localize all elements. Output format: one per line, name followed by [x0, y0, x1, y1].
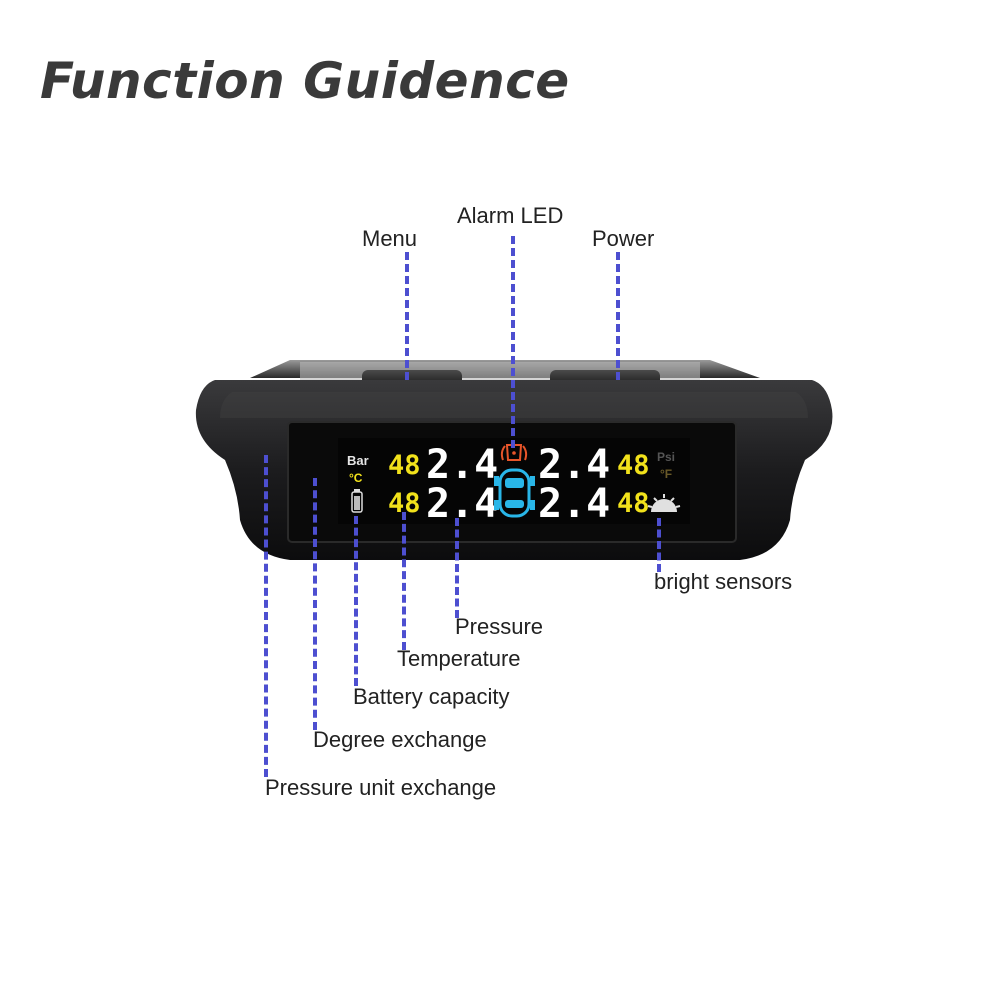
temperature-leader — [402, 512, 406, 650]
temperature-label: Temperature — [397, 646, 521, 671]
menu-label: Menu — [362, 226, 418, 251]
battery-capacity-label: Battery capacity — [353, 684, 510, 709]
pressure-rear-left: 2.4 — [426, 481, 498, 527]
alarm-led-leader — [511, 236, 515, 448]
temp-rear-right: 48 — [617, 488, 650, 519]
battery-leader — [354, 516, 358, 686]
pressure-label: Pressure — [455, 614, 544, 639]
bright-sensor-icon — [647, 494, 681, 512]
bright-sensors-label: bright sensors — [654, 569, 793, 594]
unit-bar: Bar — [347, 453, 369, 468]
pressure-rear-right: 2.4 — [538, 481, 610, 527]
degree-exchange-label: Degree exchange — [313, 727, 487, 752]
unit-fahrenheit: °F — [660, 467, 672, 481]
temp-front-right: 48 — [617, 450, 650, 481]
car-icon — [494, 468, 535, 518]
power-label: Power — [592, 226, 655, 251]
temp-front-left: 48 — [388, 450, 421, 481]
page-title: Function Guidence — [40, 52, 570, 110]
alarm-led-label: Alarm LED — [457, 203, 564, 228]
alarm-led-icon — [500, 444, 528, 461]
pressure-unit-exchange-label: Pressure unit exchange — [265, 775, 497, 800]
bright-sensors-leader — [657, 518, 661, 572]
pressure-unit-leader — [264, 455, 268, 777]
pressure-front-right: 2.4 — [538, 442, 610, 488]
pressure-front-left: 2.4 — [426, 442, 498, 488]
degree-exchange-leader — [313, 478, 317, 730]
pressure-leader — [455, 518, 459, 618]
power-leader — [616, 252, 620, 380]
menu-leader — [405, 252, 409, 380]
unit-psi: Psi — [657, 450, 675, 464]
unit-celsius: °C — [349, 471, 363, 485]
battery-icon — [351, 489, 363, 513]
